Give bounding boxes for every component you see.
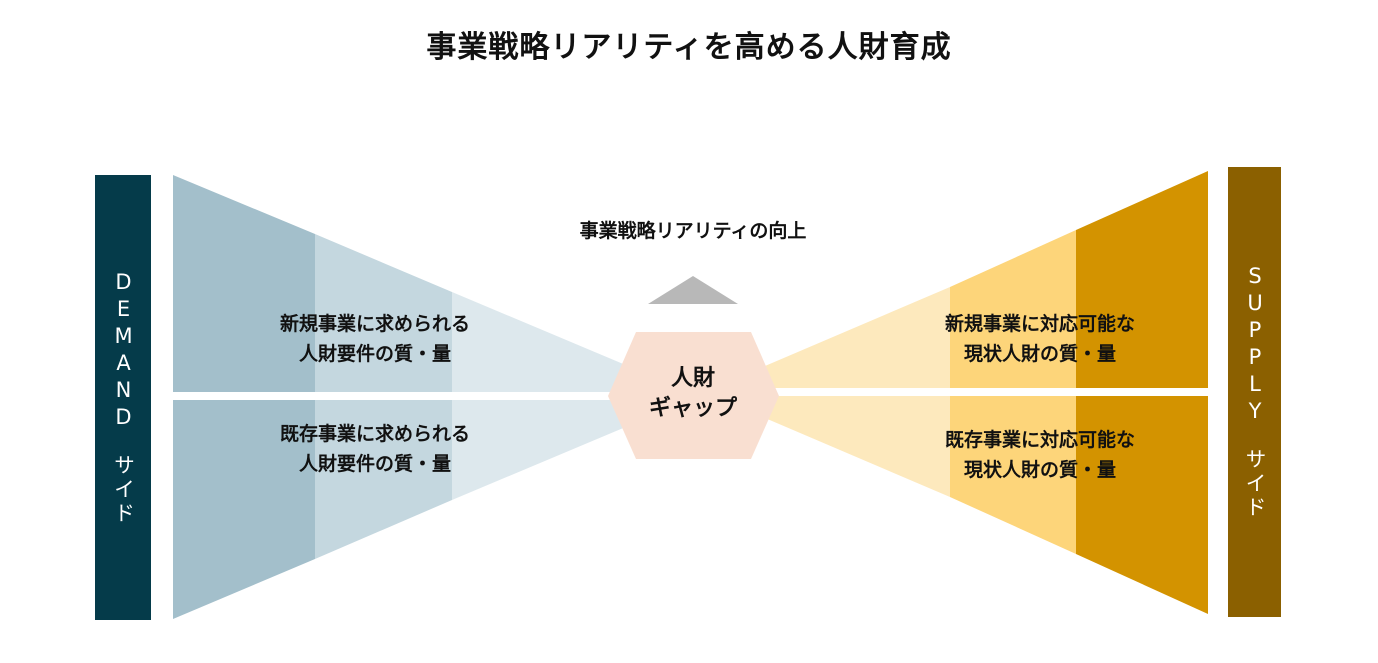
supply-upper-band-3 — [765, 287, 950, 388]
demand-label-latin: DEMAND — [111, 269, 136, 432]
supply-existing-business-text: 既存事業に対応可能な 現状人財の質・量 — [944, 429, 1135, 481]
supply-label-kana: サイド — [1243, 448, 1267, 520]
improvement-label: 事業戦略リアリティの向上 — [579, 220, 807, 242]
demand-side-label: DEMAND サイド — [95, 175, 151, 620]
demand-upper-band-2 — [315, 234, 452, 392]
supply-lower-band-2 — [950, 396, 1076, 554]
demand-new-business-text: 新規事業に求められる 人財要件の質・量 — [279, 313, 470, 365]
demand-existing-business-text: 既存事業に求められる 人財要件の質・量 — [279, 423, 470, 475]
demand-lower-band-1 — [173, 400, 315, 619]
supply-side-label: SUPPLY サイド — [1228, 167, 1281, 617]
supply-upper-band-2 — [950, 230, 1076, 388]
demand-upper-band-3 — [452, 292, 628, 392]
improvement-arrow — [648, 276, 738, 304]
supply-new-business-text: 新規事業に対応可能な 現状人財の質・量 — [944, 313, 1135, 365]
demand-upper-band-1 — [173, 175, 315, 392]
demand-lower-band-3 — [452, 400, 628, 500]
page-title: 事業戦略リアリティを高める人財育成 — [426, 30, 952, 65]
supply-upper-band-1 — [1076, 171, 1208, 388]
supply-lower-band-3 — [765, 396, 950, 497]
demand-label-kana: サイド — [111, 453, 136, 526]
talent-gap-hexagon — [608, 332, 779, 459]
supply-side-bar — [1228, 167, 1281, 617]
demand-side-bar — [95, 175, 151, 620]
supply-label-latin: SUPPLY — [1243, 264, 1267, 426]
supply-lower-band-1 — [1076, 396, 1208, 614]
demand-lower-band-2 — [315, 400, 452, 559]
talent-gap-label: 人財 ギャップ — [648, 366, 737, 421]
